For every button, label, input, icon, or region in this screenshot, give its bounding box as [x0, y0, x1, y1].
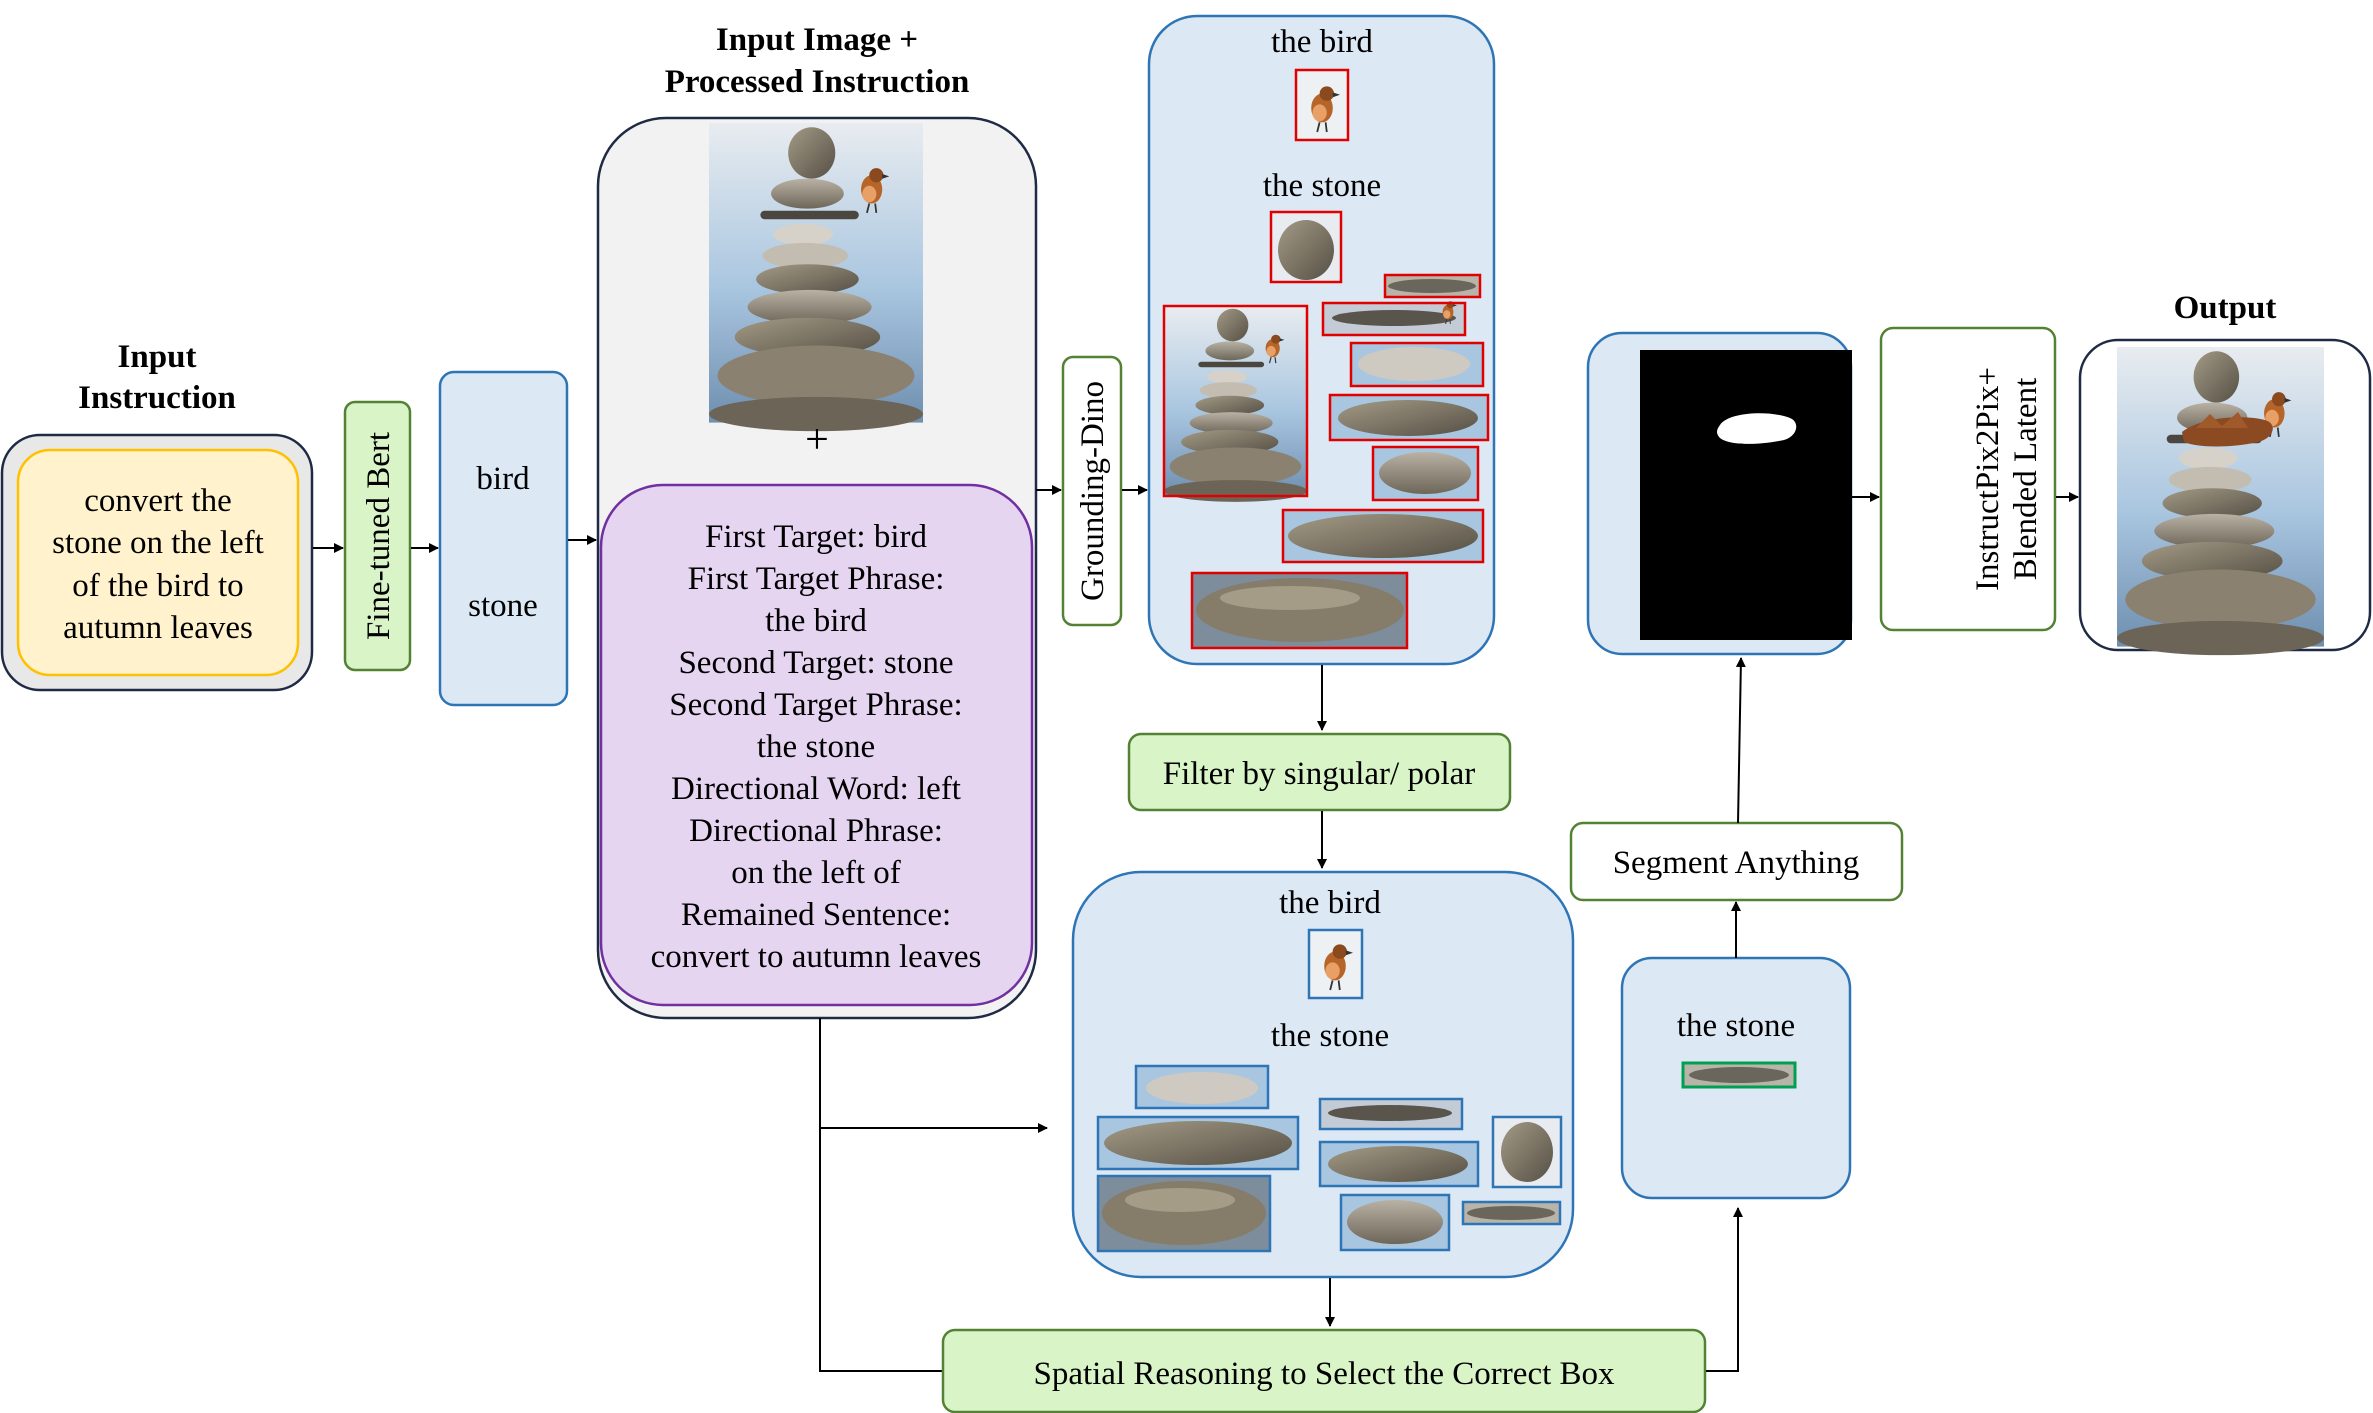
connector-processed-to-spatial — [819, 1018, 943, 1372]
arrow-segment-to-mask — [1735, 657, 1746, 824]
selected-stone-crop — [1681, 1061, 1797, 1089]
processed-title-line2: Processed Instruction — [665, 64, 970, 100]
output-title: Output — [2174, 290, 2277, 326]
segment-anything-label: Segment Anything — [1613, 845, 1860, 881]
segmentation-mask — [1640, 350, 1852, 640]
segmentation-mask-region — [1717, 413, 1797, 444]
filter-box — [1127, 732, 1512, 812]
filter-label: Filter by singular/ polar — [1163, 756, 1476, 792]
processed-line-5: Second Target Phrase: — [669, 687, 962, 723]
processed-line-1: First Target: bird — [705, 519, 927, 555]
processed-title-line1: Input Image + — [716, 22, 918, 58]
grounding-dino-box — [1061, 355, 1123, 627]
grounding-dino-label: Grounding-Dino — [1075, 381, 1111, 601]
filtered-bird-crop — [1307, 928, 1364, 1000]
processed-line-7: Directional Word: left — [671, 771, 961, 807]
filtered-stone-label: the stone — [1271, 1018, 1389, 1054]
spatial-reasoning-label: Spatial Reasoning to Select the Correct … — [1033, 1356, 1615, 1392]
detected-full-cairn-crop — [1162, 304, 1309, 502]
detected-stone-box-4 — [1328, 393, 1490, 442]
detections-stone-label: the stone — [1263, 168, 1381, 204]
target-words-box — [438, 370, 569, 707]
processed-instruction-box — [599, 483, 1034, 1007]
target-word-stone: stone — [468, 588, 538, 624]
instructpix-box — [1879, 326, 2057, 632]
input-instruction-line-2: stone on the left — [52, 525, 264, 561]
processed-line-9: on the left of — [731, 855, 901, 891]
selected-stone-label: the stone — [1677, 1008, 1795, 1044]
processed-line-2: First Target Phrase: — [688, 561, 945, 597]
detected-stone-box-3 — [1349, 341, 1485, 388]
detected-stone-box-6 — [1281, 508, 1485, 564]
input-instruction-title-line2: Instruction — [78, 380, 236, 416]
output-image — [2117, 347, 2324, 655]
instructpix-label-line2: Blended Latent — [2008, 378, 2044, 581]
spatial-reasoning-box — [941, 1328, 1707, 1413]
segment-anything-box — [1569, 821, 1904, 902]
filtered-stone-box-7 — [1339, 1193, 1451, 1252]
filtered-stone-box-4 — [1491, 1115, 1563, 1189]
bert-box — [343, 400, 412, 672]
detections-bird-label: the bird — [1271, 24, 1373, 60]
connector-spatial-to-selected — [1706, 1207, 1743, 1372]
input-instruction-inner-box — [16, 448, 300, 677]
detected-stone-box-1 — [1383, 273, 1482, 299]
detected-stone-box-7 — [1190, 571, 1409, 650]
detected-stone-box-5 — [1371, 445, 1480, 502]
filtered-stone-box-8 — [1461, 1200, 1562, 1226]
processed-line-3: the bird — [765, 603, 867, 639]
processed-line-8: Directional Phrase: — [689, 813, 943, 849]
input-image — [709, 123, 923, 431]
input-instruction-title-line1: Input — [118, 339, 197, 375]
filtered-bird-label: the bird — [1279, 885, 1381, 921]
instructpix-label-line1: InstructPix2Pix+ — [1970, 367, 2006, 591]
processed-line-11: convert to autumn leaves — [651, 939, 982, 975]
filtered-stone-box-1 — [1134, 1064, 1270, 1110]
detected-bird-crop — [1294, 68, 1350, 142]
processed-plus: + — [805, 417, 829, 463]
input-instruction-line-3: of the bird to — [72, 568, 243, 604]
detected-top-stone-crop — [1269, 210, 1343, 284]
input-instruction-line-4: autumn leaves — [63, 610, 253, 646]
filtered-stone-box-6 — [1096, 1174, 1272, 1253]
target-word-bird: bird — [476, 461, 530, 497]
bert-label: Fine-tuned Bert — [361, 432, 397, 640]
detections-box — [1147, 14, 1496, 666]
processed-line-4: Second Target: stone — [678, 645, 953, 681]
input-instruction-line-1: convert the — [84, 483, 232, 519]
filtered-stone-box-2 — [1318, 1097, 1464, 1131]
detected-stone-box-2 — [1321, 300, 1467, 337]
filtered-stone-box-5 — [1318, 1140, 1480, 1188]
processed-line-10: Remained Sentence: — [681, 897, 951, 933]
processed-line-6: the stone — [757, 729, 875, 765]
filtered-stone-box-3 — [1096, 1115, 1300, 1171]
